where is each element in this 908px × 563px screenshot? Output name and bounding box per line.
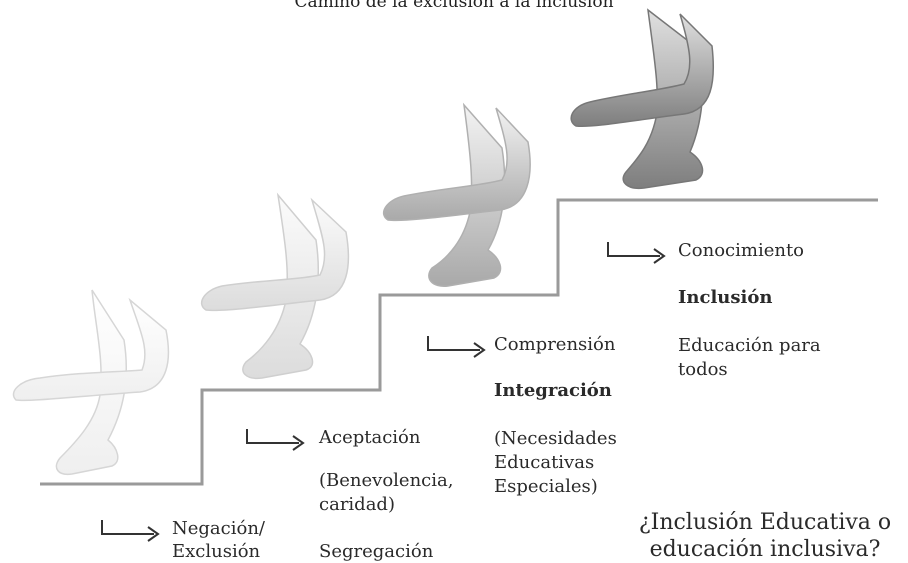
step-1-outcome: Segregación: [319, 541, 434, 562]
step-1-stage-label-cont: Exclusión: [172, 541, 261, 562]
step-1-stage-label: Negación/: [172, 518, 265, 539]
right-turn-arrow-icon: [427, 336, 486, 358]
walking-legs-step-3: [383, 102, 531, 287]
step-3-stage-label: Comprensión: [494, 334, 616, 355]
step-3-outcome: Integración: [494, 380, 612, 401]
right-turn-arrow-icon: [101, 520, 160, 542]
question-line-2: educación inclusiva?: [649, 537, 881, 562]
walking-legs-step-1: [12, 289, 170, 476]
step-2-stage-label: Aceptación: [319, 427, 421, 448]
question-line-1: ¿Inclusión Educativa o: [638, 510, 892, 535]
step-2-note-cont: caridad): [319, 494, 395, 515]
right-turn-arrow-icon: [246, 429, 305, 451]
step-4-stage-label: Conocimiento: [678, 240, 805, 261]
stair-outline: [40, 198, 878, 486]
step-4-outcome: Inclusión: [678, 287, 773, 308]
step-3-note: (Necesidades: [494, 428, 617, 449]
step-4-note: Educación para: [678, 335, 821, 356]
diagram-title: Camino de la exclusión a la inclusión: [294, 0, 614, 12]
walking-legs-step-4: [570, 8, 715, 190]
step-4-note-cont: todos: [678, 359, 728, 380]
walking-legs-step-2: [201, 192, 350, 380]
right-turn-arrow-icon: [607, 242, 666, 264]
step-3-note-cont-2: Especiales): [494, 476, 598, 497]
step-2-note: (Benevolencia,: [319, 470, 454, 491]
step-3-note-cont: Educativas: [494, 452, 595, 473]
